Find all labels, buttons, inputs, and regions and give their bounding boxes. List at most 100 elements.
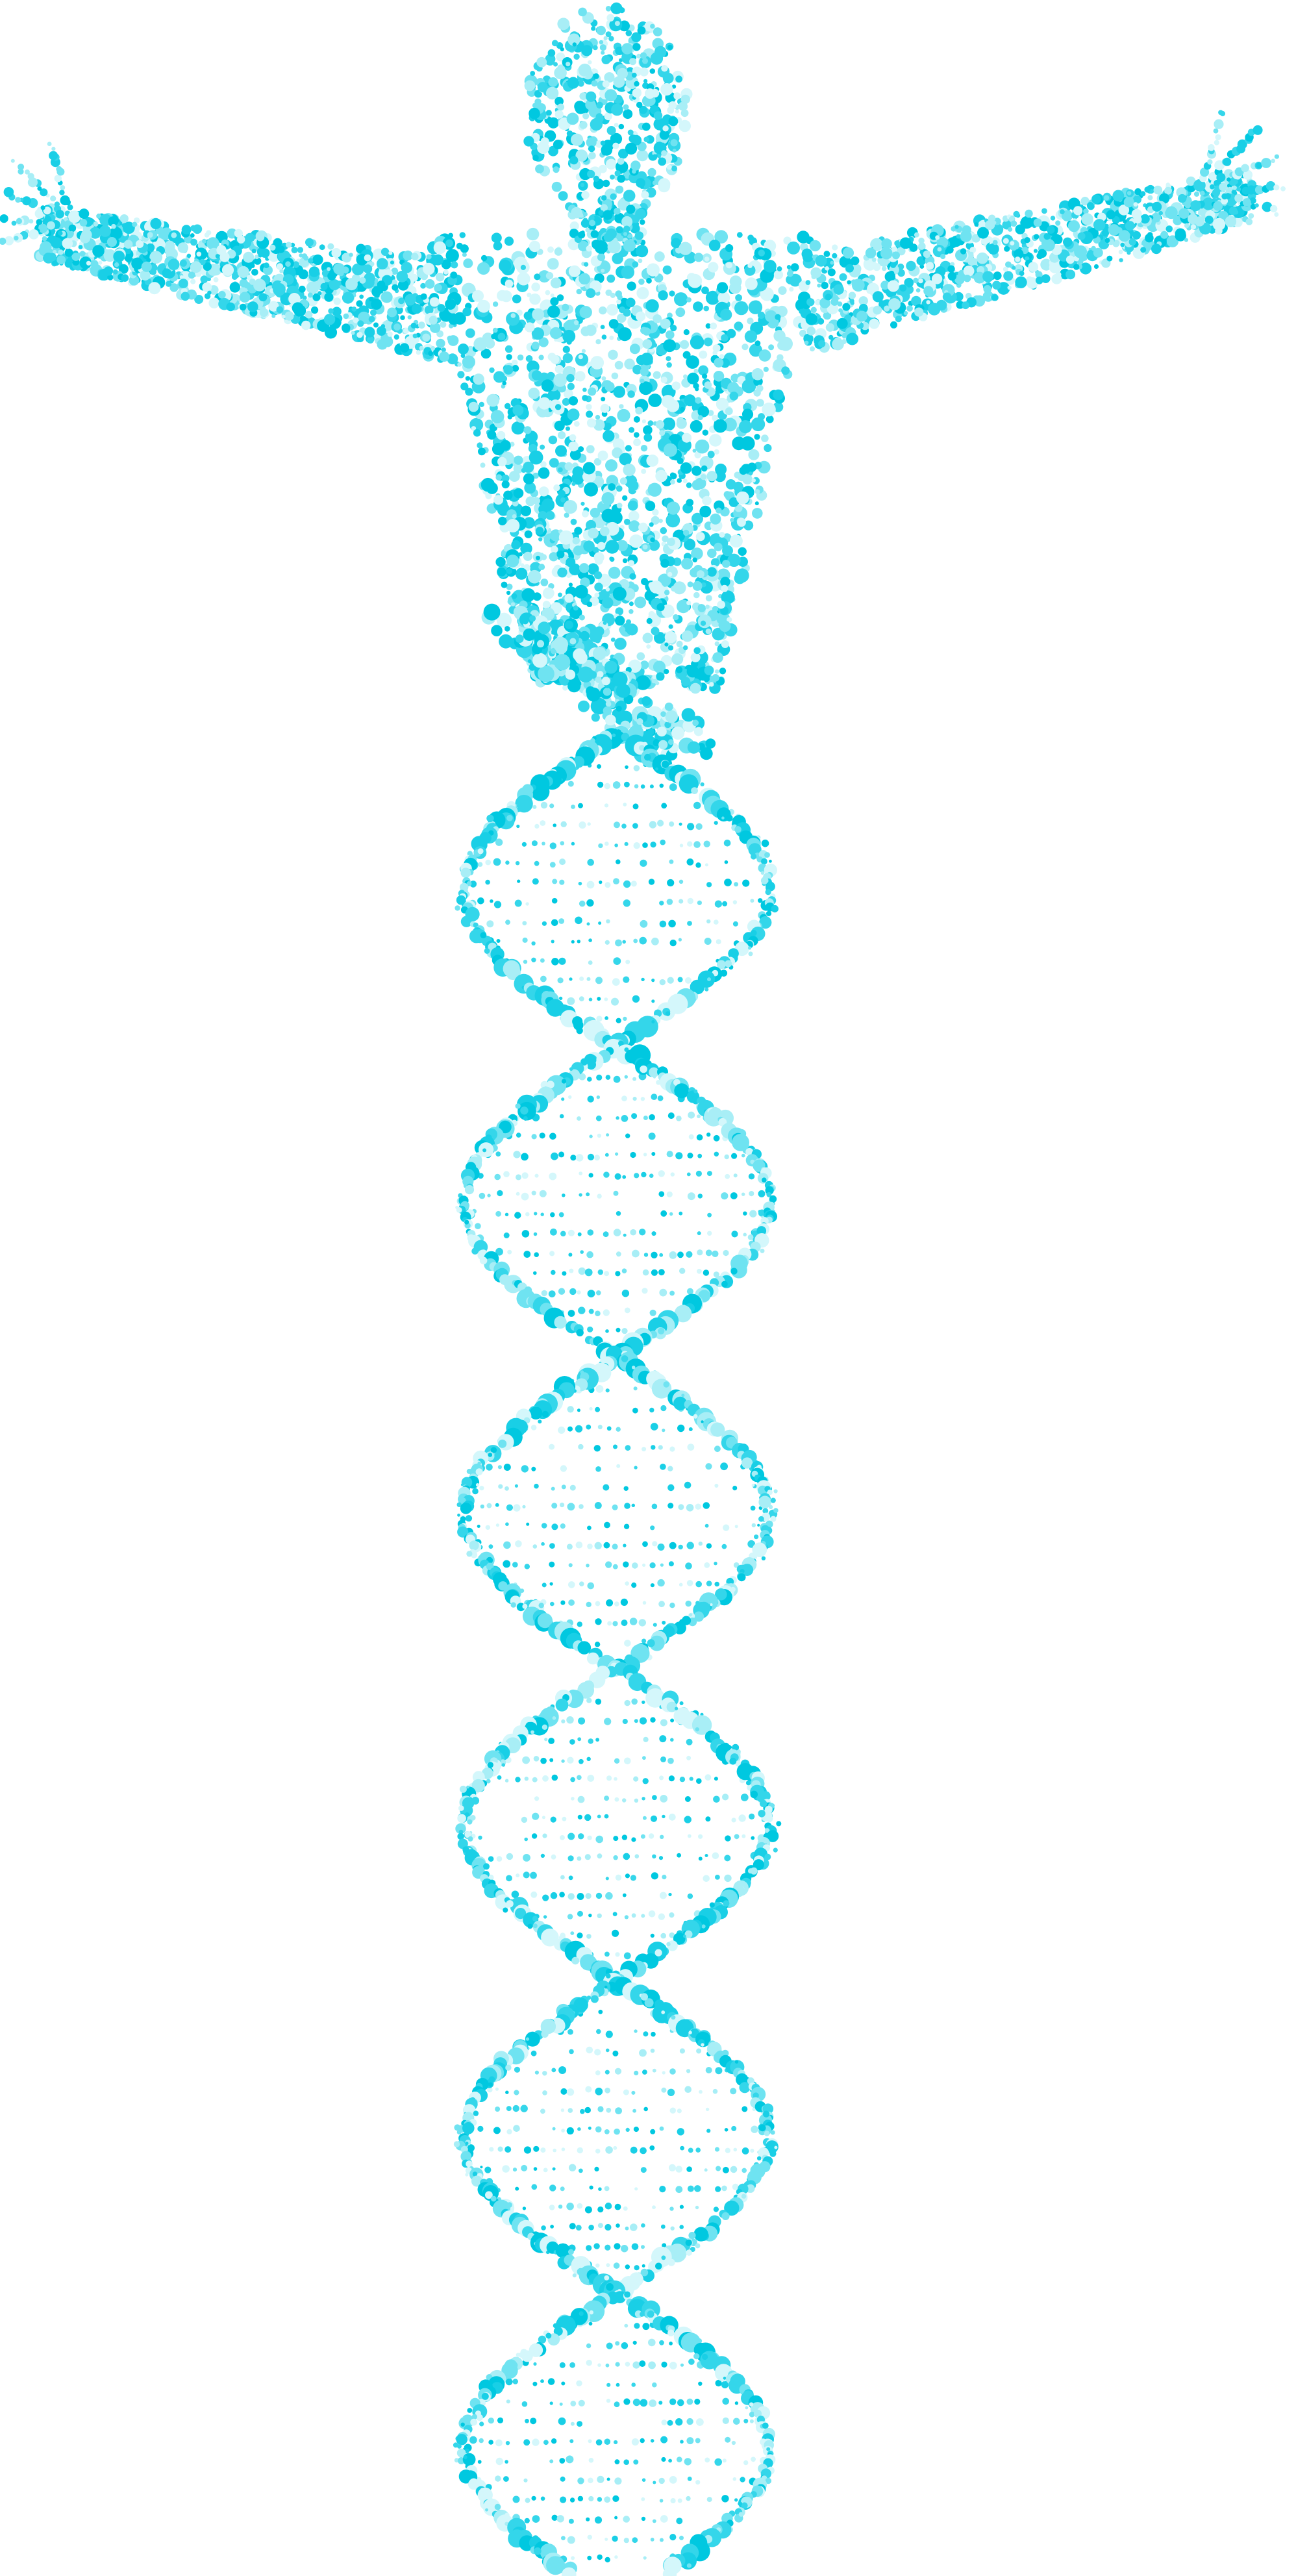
particle — [636, 311, 646, 321]
particle — [549, 1132, 556, 1140]
particle — [286, 242, 292, 248]
particle — [445, 239, 453, 247]
particle — [1212, 188, 1221, 197]
particle — [704, 256, 710, 262]
particle — [686, 1738, 693, 1745]
particle — [581, 349, 586, 353]
particle — [232, 271, 240, 279]
particle — [777, 354, 784, 361]
particle — [633, 842, 640, 849]
particle — [550, 355, 560, 364]
particle — [497, 1465, 503, 1469]
particle — [202, 238, 206, 244]
particle — [558, 530, 573, 545]
particle — [392, 284, 399, 291]
particle — [558, 957, 566, 965]
particle — [638, 522, 648, 532]
particle — [513, 488, 524, 499]
particle — [590, 118, 603, 131]
particle — [118, 264, 129, 274]
particle — [679, 844, 684, 847]
particle — [982, 271, 994, 282]
particle — [679, 1582, 683, 1587]
particle — [439, 351, 450, 362]
particle — [68, 210, 81, 223]
particle — [517, 272, 530, 286]
particle — [581, 45, 593, 56]
particle — [586, 418, 597, 428]
particle — [603, 232, 614, 242]
particle — [560, 1523, 566, 1529]
particle — [762, 402, 776, 417]
particle — [764, 444, 772, 453]
particle — [513, 1504, 521, 1512]
particle — [669, 1542, 677, 1549]
particle — [1242, 169, 1253, 180]
particle — [695, 823, 703, 830]
particle — [618, 710, 633, 725]
particle — [79, 256, 92, 269]
particle — [169, 283, 179, 292]
particle — [147, 232, 153, 238]
particle — [623, 1016, 627, 1021]
particle — [659, 901, 664, 906]
particle — [650, 537, 655, 543]
particle — [616, 226, 623, 234]
particle — [670, 325, 677, 332]
particle — [560, 1465, 567, 1472]
particle — [567, 1406, 574, 1413]
particle — [566, 112, 579, 125]
particle — [540, 461, 547, 468]
particle — [514, 899, 522, 907]
particle — [669, 783, 677, 792]
particle — [712, 1250, 719, 1257]
particle — [561, 1484, 566, 1490]
particle — [588, 670, 597, 679]
particle — [669, 1212, 673, 1216]
particle — [566, 1544, 573, 1550]
particle — [578, 231, 586, 239]
particle — [667, 1757, 674, 1764]
human-figure-particles — [0, 2, 1286, 763]
particle — [729, 534, 743, 548]
particle — [561, 1759, 565, 1763]
particle — [725, 262, 732, 269]
particle — [1002, 220, 1012, 230]
particle — [936, 299, 947, 311]
particle — [971, 234, 980, 243]
particle — [629, 58, 637, 66]
particle — [557, 103, 565, 111]
particle — [622, 495, 628, 501]
particle — [579, 821, 586, 829]
particle — [673, 614, 679, 621]
particle — [1043, 233, 1051, 240]
particle — [206, 237, 219, 250]
particle — [654, 251, 665, 262]
particle — [763, 366, 769, 372]
particle — [551, 1152, 558, 1160]
particle — [586, 1697, 592, 1703]
particle — [42, 236, 47, 242]
particle — [679, 899, 684, 904]
particle — [634, 432, 640, 438]
particle — [1200, 168, 1210, 177]
particle — [705, 605, 710, 609]
particle — [562, 1194, 566, 1197]
particle — [505, 1212, 509, 1217]
particle — [642, 339, 653, 349]
particle — [487, 1194, 491, 1197]
particle — [623, 225, 630, 233]
particle — [547, 258, 559, 270]
particle — [697, 415, 703, 421]
particle — [556, 294, 564, 301]
particle — [962, 225, 971, 234]
particle — [569, 1288, 577, 1295]
particle — [827, 303, 839, 315]
particle — [817, 318, 825, 325]
particle — [109, 227, 123, 240]
particle — [651, 937, 659, 945]
particle — [549, 1444, 555, 1450]
particle — [899, 237, 912, 249]
particle — [600, 403, 610, 413]
particle — [627, 129, 634, 136]
